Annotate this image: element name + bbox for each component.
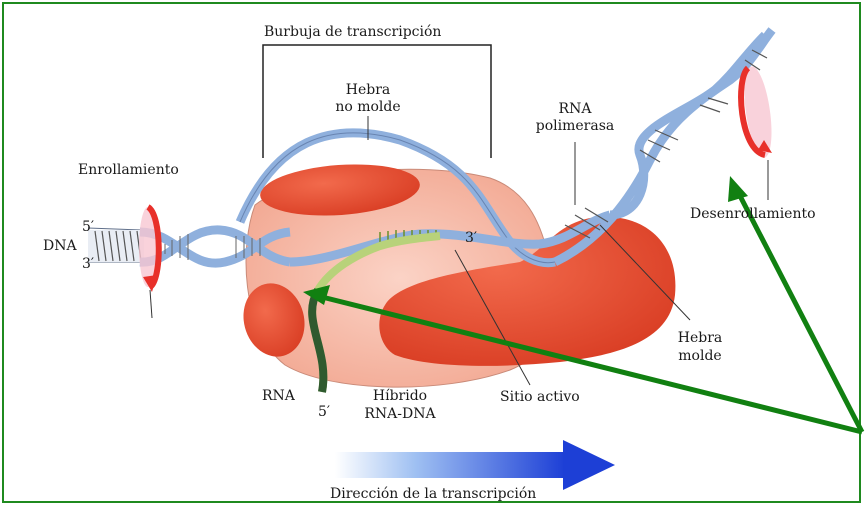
uncoiling-arrow: [740, 65, 777, 200]
hybrid-label-2: RNA-DNA: [350, 406, 450, 422]
active-3prime-label: 3′: [465, 230, 477, 246]
dna-5prime-label: 5′: [82, 219, 94, 235]
coiling-label: Enrollamiento: [78, 162, 179, 178]
coiling-arrow: [139, 207, 159, 318]
nontemplate-label-2: no molde: [318, 99, 418, 115]
polymerase-label-2: polimerasa: [525, 118, 625, 134]
polymerase-label-1: RNA: [525, 101, 625, 117]
rna-5prime-label: 5′: [318, 404, 330, 420]
activesite-label: Sitio activo: [500, 389, 580, 405]
direction-label: Dirección de la transcripción: [330, 486, 536, 502]
template-label-2: molde: [660, 348, 740, 364]
dna-label: DNA: [43, 238, 77, 254]
direction-arrow: [335, 440, 615, 490]
uncoiling-label: Desenrollamiento: [690, 206, 816, 222]
bubble-label: Burbuja de transcripción: [264, 24, 441, 40]
template-label-1: Hebra: [660, 330, 740, 346]
rna-label: RNA: [262, 388, 295, 404]
nontemplate-label-1: Hebra: [318, 82, 418, 98]
hybrid-label-1: Híbrido: [350, 388, 450, 404]
dna-3prime-label: 3′: [82, 256, 94, 272]
